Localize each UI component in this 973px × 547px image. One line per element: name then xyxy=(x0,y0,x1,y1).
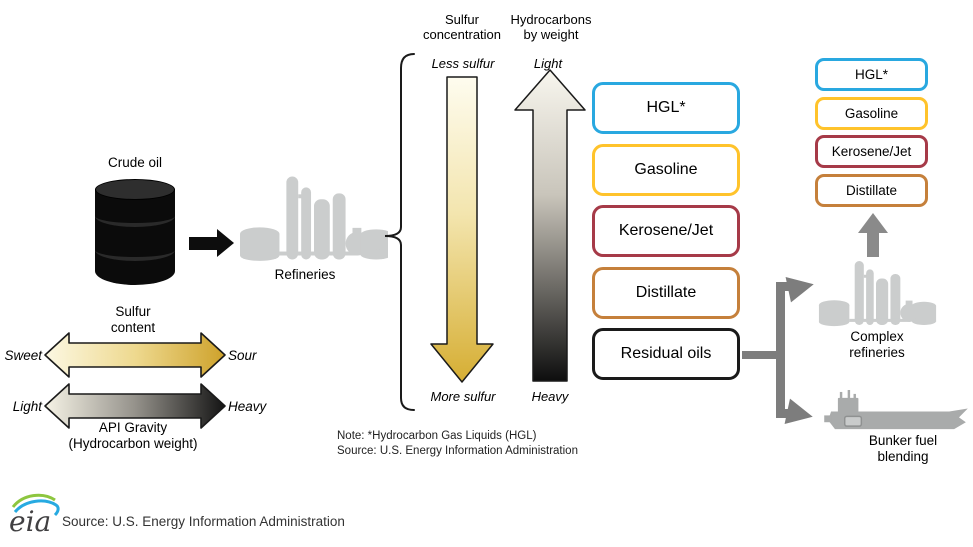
branch-vertical-line xyxy=(776,284,785,418)
output-label: Kerosene/Jet xyxy=(831,144,912,159)
complex-refinery-icon xyxy=(818,261,937,327)
output-box-distillate: Distillate xyxy=(815,173,928,207)
output-label: HGL* xyxy=(854,67,888,82)
product-box-hgl: HGL* xyxy=(592,82,740,134)
branch-bottom-elbow xyxy=(776,409,792,418)
product-box-kerosene: Kerosene/Jet xyxy=(592,205,740,257)
complex-output-stack: HGL* Gasoline Kerosene/Jet Distillate xyxy=(815,58,928,207)
light-top-label: Light xyxy=(533,56,563,71)
refineries-label: Refineries xyxy=(274,267,336,282)
output-label: Gasoline xyxy=(844,105,899,121)
weight-gradient-arrow-icon xyxy=(514,69,586,382)
output-box-gasoline: Gasoline xyxy=(815,96,928,130)
product-stack: HGL* Gasoline Kerosene/Jet Distillate Re… xyxy=(592,82,740,380)
branch-arrow-down-icon xyxy=(784,398,816,430)
ship-icon xyxy=(824,390,968,430)
product-box-gasoline: Gasoline xyxy=(592,143,740,196)
complex-refineries-label: Complex refineries xyxy=(849,329,905,360)
footer-source-text: Source: U.S. Energy Information Administ… xyxy=(62,514,345,529)
output-arrowhead-icon xyxy=(858,213,888,233)
product-box-residual: Residual oils xyxy=(592,328,740,380)
api-gravity-label: API Gravity (Hydrocarbon weight) xyxy=(68,420,198,451)
output-label: Distillate xyxy=(845,182,897,198)
bunker-fuel-label: Bunker fuel blending xyxy=(868,433,938,464)
crude-oil-barrel-icon xyxy=(95,179,175,293)
barrel-body xyxy=(95,189,175,285)
product-label: Residual oils xyxy=(620,345,712,362)
crude-to-refinery-arrow-icon xyxy=(189,237,219,250)
branch-top-elbow xyxy=(776,282,792,291)
barrel-top xyxy=(95,179,175,200)
product-label: HGL* xyxy=(646,99,686,116)
heavy-label: Heavy xyxy=(228,399,267,414)
sweet-label: Sweet xyxy=(4,348,42,363)
output-box-kerosene: Kerosene/Jet xyxy=(815,135,928,168)
product-label: Gasoline xyxy=(634,160,698,178)
bracket-icon xyxy=(384,53,415,411)
sulfur-gradient-arrow-icon xyxy=(430,76,494,383)
less-sulfur-label: Less sulfur xyxy=(431,56,495,71)
sulfur-concentration-header: Sulfur concentration xyxy=(422,12,502,43)
light-label: Light xyxy=(12,399,42,414)
barrel-band xyxy=(95,205,175,227)
api-gravity-arrow-icon xyxy=(44,383,226,429)
branch-connector-line xyxy=(742,351,782,359)
sweet-sour-arrow-icon xyxy=(44,332,226,378)
crude-to-refinery-arrowhead-icon xyxy=(217,229,234,257)
output-box-hgl: HGL* xyxy=(815,58,928,91)
eia-logo-text: eia xyxy=(9,505,51,538)
heavy-bottom-label: Heavy xyxy=(531,389,569,404)
sour-label: Sour xyxy=(228,348,257,363)
product-label: Kerosene/Jet xyxy=(618,222,714,239)
note-text: Note: *Hydrocarbon Gas Liquids (HGL) Sou… xyxy=(337,430,578,457)
refinery-icon xyxy=(240,176,388,261)
barrel-band xyxy=(95,239,175,261)
crude-oil-label: Crude oil xyxy=(107,155,163,170)
output-arrow-shaft xyxy=(867,231,879,257)
product-label: Distillate xyxy=(635,283,697,301)
hydrocarbons-header: Hydrocarbons by weight xyxy=(510,12,592,43)
sulfur-content-label: Sulfur content xyxy=(110,304,156,335)
product-box-distillate: Distillate xyxy=(592,266,740,319)
eia-logo: eia xyxy=(9,493,60,538)
more-sulfur-label: More sulfur xyxy=(430,389,496,404)
